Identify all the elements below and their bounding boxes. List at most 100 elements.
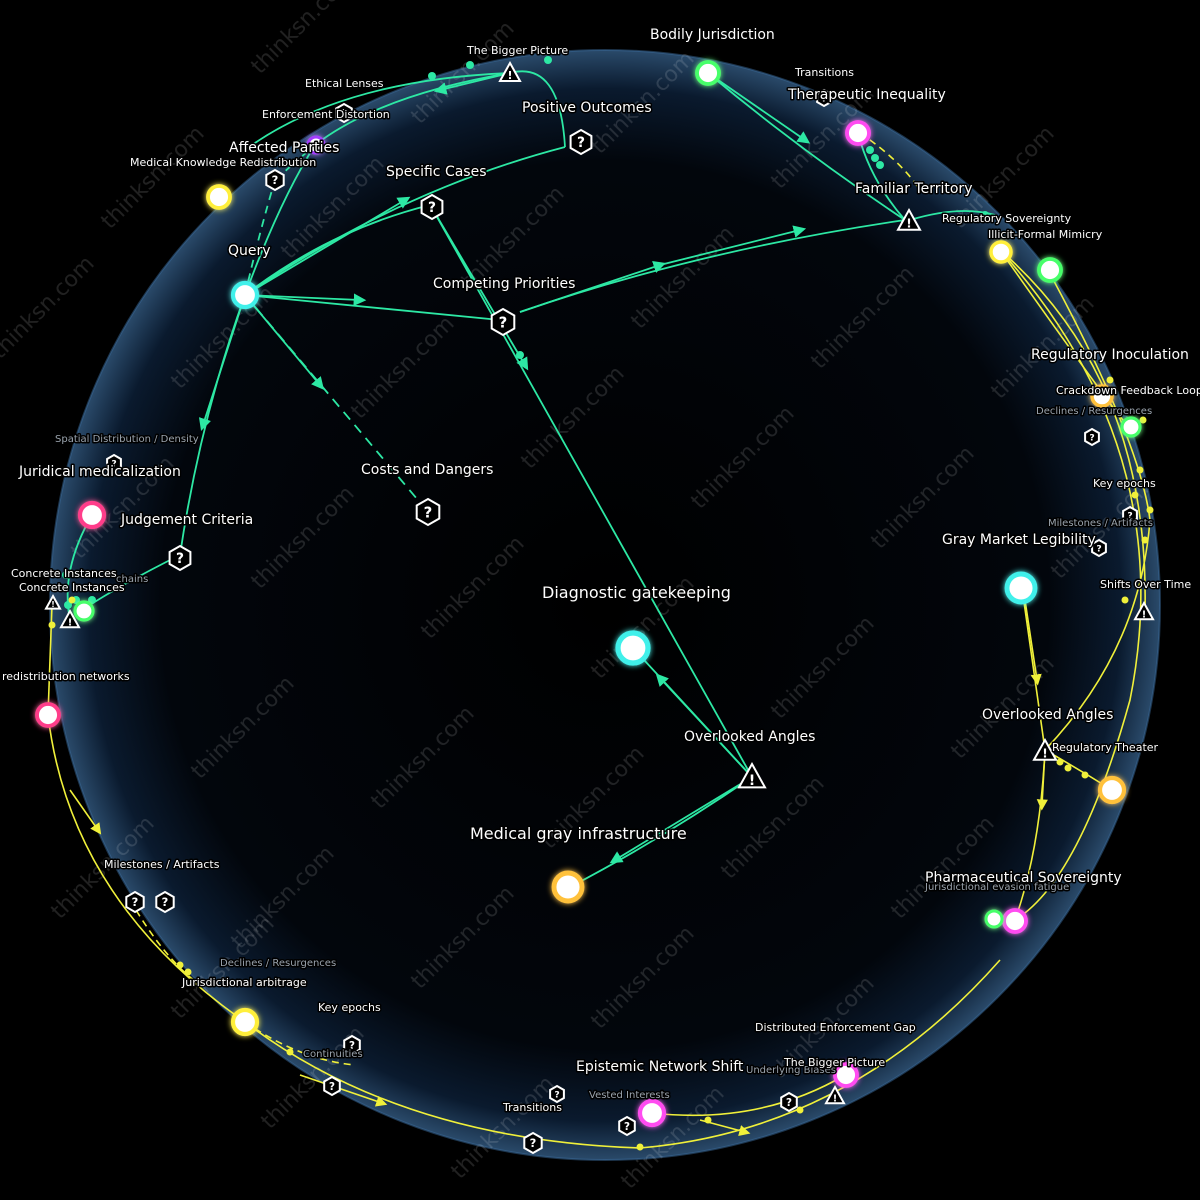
- label-redistribution-networks: redistribution networks: [2, 670, 130, 683]
- svg-text:?: ?: [349, 1040, 355, 1052]
- svg-text:?: ?: [554, 1089, 559, 1100]
- label-concrete-instances-a: Concrete Instances: [11, 567, 117, 580]
- svg-text:!: !: [51, 600, 55, 609]
- edge-dot: [876, 161, 884, 169]
- overlooked-angles-center-warning-icon[interactable]: !: [737, 761, 767, 789]
- transitions-top-hex-icon[interactable]: ?: [816, 88, 832, 108]
- svg-text:?: ?: [111, 458, 116, 469]
- edge-rim-right4: [1044, 269, 1151, 751]
- edge-gray-overlooked-arrow: [1024, 599, 1042, 686]
- bigger-picture-top-warning-icon[interactable]: !: [498, 60, 522, 82]
- node-epistemic-network-shift[interactable]: [637, 1098, 667, 1128]
- shifts-over-time-warning-icon[interactable]: !: [1133, 600, 1155, 620]
- familiar-territory-warning-icon[interactable]: !: [896, 207, 922, 231]
- label-juridical-medicalization: Juridical medicalization: [18, 464, 181, 480]
- svg-text:?: ?: [1127, 510, 1132, 521]
- node-affected-parties[interactable]: [306, 135, 326, 155]
- label-positive-outcomes: Positive Outcomes: [522, 100, 652, 116]
- edge-dot: [1136, 466, 1144, 474]
- vested-interests-hex-icon[interactable]: ?: [618, 1115, 636, 1137]
- edge-dot: [1141, 536, 1149, 544]
- node-juridical-medicalization[interactable]: [77, 500, 107, 530]
- node-diagnostic-gatekeeping[interactable]: [615, 630, 651, 666]
- node-crackdown-feedback-loop[interactable]: [1090, 384, 1114, 408]
- node-declines-resurgences-right[interactable]: [1120, 416, 1142, 438]
- specific-cases-hex-icon[interactable]: ?: [420, 193, 444, 221]
- edge-dot: [1121, 596, 1129, 604]
- key-epochs-bottom-hex-icon[interactable]: ?: [323, 1075, 341, 1097]
- costs-and-dangers-hex-icon[interactable]: ?: [415, 497, 441, 527]
- edge-dot: [1064, 764, 1072, 772]
- svg-text:!: !: [833, 1093, 838, 1104]
- edge-dot: [704, 1116, 712, 1124]
- labels-layer: Query Diagnostic gatekeeping Medical gra…: [1, 26, 1200, 1116]
- label-pharmaceutical-sovereignty: Pharmaceutical Sovereignty: [925, 870, 1122, 886]
- key-epochs-right-hex-icon[interactable]: ?: [1122, 505, 1138, 525]
- icons-layer[interactable]: ????????????????????!!!!!!!!: [44, 60, 1155, 1155]
- svg-text:?: ?: [329, 1081, 335, 1093]
- edge-query-competing-arrow: [244, 293, 367, 307]
- edge-query-affected: [244, 144, 316, 296]
- node-regulatory-inoculation[interactable]: [1037, 257, 1063, 283]
- node-medical-knowledge-redistribution[interactable]: [206, 184, 232, 210]
- node-therapeutic-inequality[interactable]: [845, 120, 871, 146]
- continuities-hex-icon[interactable]: ?: [343, 1034, 361, 1056]
- milestones-left-hex-icon-b[interactable]: ?: [155, 890, 175, 914]
- medical-knowledge-redistribution-hex-icon[interactable]: ?: [265, 168, 285, 192]
- svg-text:?: ?: [424, 503, 433, 521]
- edge-competing-familiar-arrow: [519, 261, 666, 313]
- milestones-right-hex-icon[interactable]: ?: [1091, 538, 1107, 558]
- edge-bodily-familiar-arrow: [707, 72, 811, 144]
- edge-dot: [1131, 491, 1139, 499]
- bigger-picture-bottom-warning-icon[interactable]: !: [824, 1084, 846, 1104]
- nodes-layer[interactable]: [35, 60, 1142, 1128]
- judgement-criteria-hex-icon[interactable]: ?: [168, 544, 192, 572]
- label-jurisdictional-evasion-fatigue: Jurisdictional evasion fatigue: [924, 882, 1069, 893]
- edge-dot: [866, 146, 874, 154]
- edge-overlooked-diagnostic-arrow: [655, 673, 753, 778]
- transitions-bottom-hex-icon-2[interactable]: ?: [523, 1131, 543, 1155]
- node-gray-market-legibility[interactable]: [1004, 571, 1038, 605]
- edge-rim-bottom-arrow: [299, 1074, 388, 1107]
- svg-text:?: ?: [132, 895, 139, 909]
- enforcement-distortion-hex-icon[interactable]: ?: [335, 102, 353, 124]
- edge-dot: [428, 72, 436, 80]
- node-redistribution-networks[interactable]: [35, 702, 61, 728]
- spatial-distribution-hex-icon[interactable]: ?: [106, 453, 122, 473]
- edge-query-positive: [244, 146, 566, 296]
- edge-dots: [48, 56, 1154, 1151]
- node-illicit-formal-mimicry[interactable]: [989, 240, 1013, 264]
- edge-bigger-affected-arrow: [433, 72, 511, 95]
- node-bodily-jurisdiction[interactable]: [695, 60, 721, 86]
- edge-dot: [68, 596, 76, 604]
- node-regulatory-theater[interactable]: [1097, 775, 1127, 805]
- transitions-bottom-hex-icon[interactable]: ?: [549, 1084, 565, 1104]
- overlooked-angles-right-warning-icon[interactable]: !: [1032, 737, 1058, 761]
- node-medical-gray-infrastructure[interactable]: [551, 870, 585, 904]
- node-query[interactable]: [230, 280, 260, 310]
- node-jurisdictional-evasion-fatigue[interactable]: [984, 909, 1004, 929]
- underlying-biases-hex-icon[interactable]: ?: [780, 1091, 798, 1113]
- concrete-instances-warning-icon[interactable]: !: [59, 608, 81, 628]
- edge-dot: [1146, 506, 1154, 514]
- edge-dot: [1139, 416, 1147, 424]
- node-bigger-picture-bottom[interactable]: [833, 1062, 859, 1088]
- svg-text:?: ?: [272, 173, 279, 187]
- label-epistemic-network-shift: Epistemic Network Shift: [576, 1059, 744, 1075]
- positive-outcomes-hex-icon[interactable]: ?: [569, 128, 593, 156]
- edge-dot: [1106, 376, 1114, 384]
- edge-dot: [176, 961, 184, 969]
- label-overlooked-angles-center: Overlooked Angles: [684, 729, 815, 745]
- declines-resurgences-right-hex-icon[interactable]: ?: [1084, 427, 1100, 447]
- node-pharmaceutical-sovereignty[interactable]: [1002, 908, 1028, 934]
- concrete-instances-warning-icon-2[interactable]: !: [44, 593, 62, 610]
- competing-priorities-hex-icon[interactable]: ?: [490, 307, 516, 337]
- edge-overlooked-medgray-arrow: [609, 776, 753, 864]
- node-jurisdictional-arbitrage[interactable]: [230, 1007, 260, 1037]
- milestones-left-hex-icon-a[interactable]: ?: [125, 890, 145, 914]
- svg-text:?: ?: [428, 200, 436, 216]
- label-distributed-enforcement-gap: Distributed Enforcement Gap: [755, 1021, 916, 1034]
- label-transitions-top: Transitions: [794, 66, 854, 79]
- node-concrete-instances[interactable]: [73, 600, 95, 622]
